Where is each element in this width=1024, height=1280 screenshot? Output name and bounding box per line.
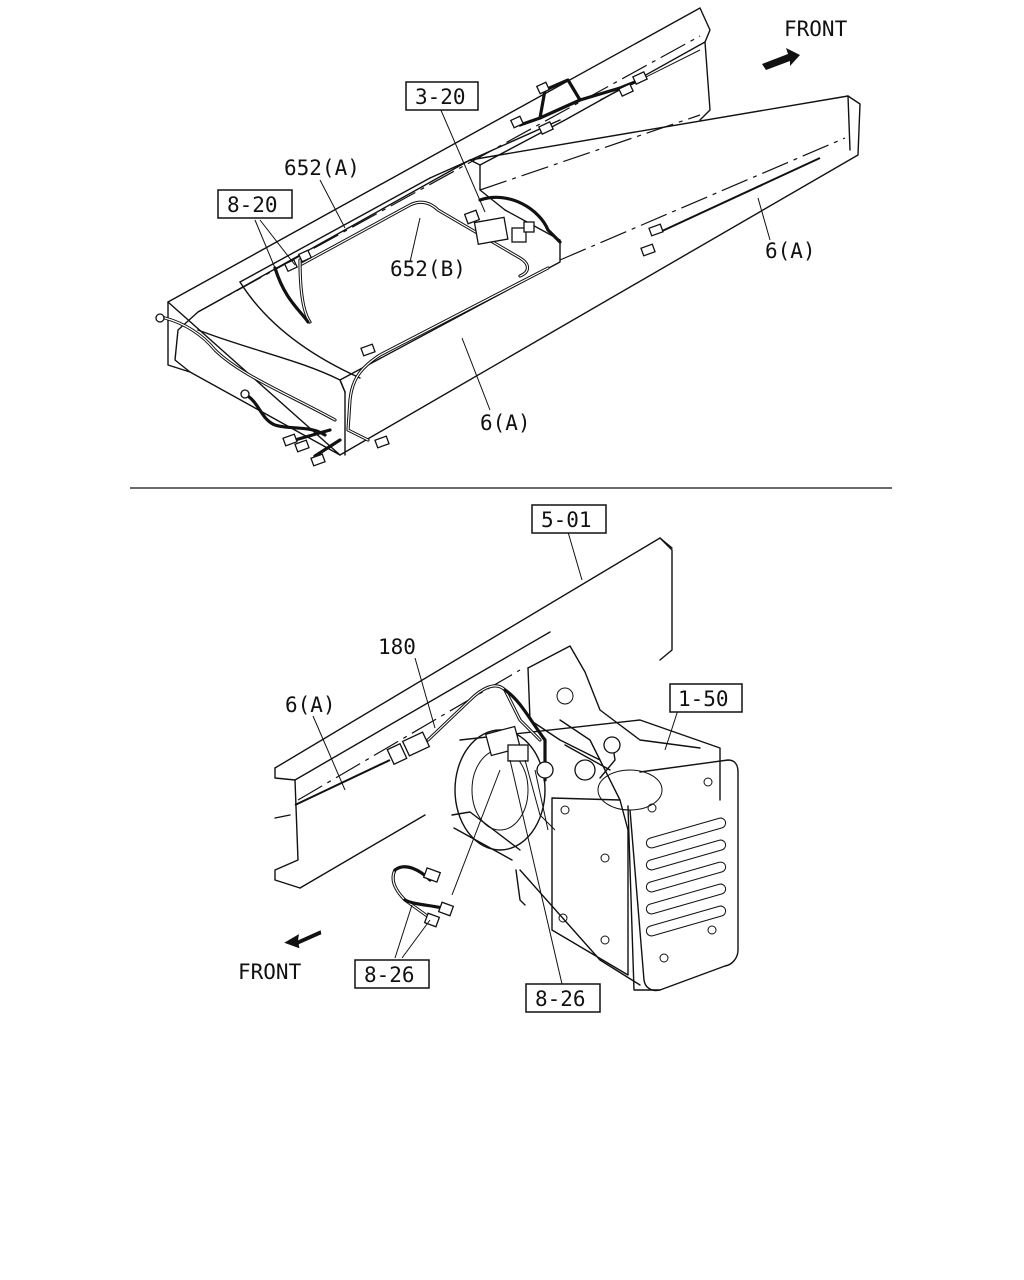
harness-wires-bottom (294, 684, 556, 928)
part-label-6a-bottom: 6(A) (480, 411, 531, 435)
front-arrow-top: FRONT (762, 17, 848, 70)
bottom-view: FRONT 5-01 1-50 8-26 8-26 180 6(A) (238, 504, 743, 1013)
top-view: FRONT 3-20 8-20 652(A) 652(B) 6(A) 6(A) (155, 7, 861, 467)
tank-body (451, 719, 721, 986)
frame-rail-bottom (274, 537, 673, 889)
ref-label-8-26-right: 8-26 (535, 987, 586, 1011)
callout-3-20: 3-20 (405, 81, 479, 111)
harness-wires-top (163, 49, 821, 458)
front-arrow-icon (284, 930, 322, 949)
part-label-180: 180 (378, 635, 416, 659)
ref-label-8-26-left: 8-26 (364, 963, 415, 987)
ref-label-8-20: 8-20 (227, 193, 278, 217)
ref-label-1-50: 1-50 (678, 687, 729, 711)
part-label-652b: 652(B) (390, 257, 466, 281)
part-label-6a-right: 6(A) (765, 239, 816, 263)
tank-bracket (527, 645, 701, 801)
part-label-6a-lower: 6(A) (285, 693, 336, 717)
connectors-top (155, 70, 664, 467)
leader-lines-bottom (312, 531, 679, 985)
part-label-652a: 652(A) (284, 156, 360, 180)
callout-8-26-left: 8-26 (354, 959, 430, 989)
ref-label-3-20: 3-20 (415, 85, 466, 109)
callout-8-26-right: 8-26 (525, 983, 601, 1013)
front-label-top: FRONT (784, 17, 848, 41)
cover-vent-slots (645, 817, 727, 937)
callout-1-50: 1-50 (669, 683, 743, 713)
tank-cover-panel (551, 759, 739, 992)
callout-5-01: 5-01 (531, 504, 607, 534)
leader-lines-top (254, 107, 771, 411)
front-label-bottom: FRONT (238, 960, 302, 984)
ref-label-5-01: 5-01 (541, 508, 592, 532)
callout-8-20: 8-20 (217, 189, 293, 219)
front-arrow-bottom: FRONT (238, 930, 322, 984)
front-arrow-icon (762, 48, 800, 70)
chassis-frame-rails (167, 7, 861, 456)
